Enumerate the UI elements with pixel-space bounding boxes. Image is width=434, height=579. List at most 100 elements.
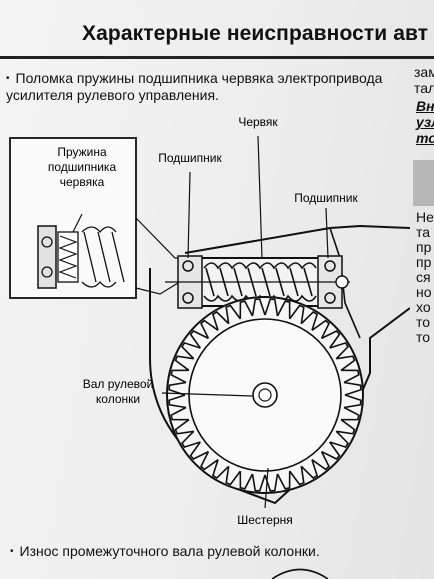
left-bearing-ball [182, 260, 194, 272]
bullet-icon: • [6, 73, 10, 84]
shaft-hub [252, 382, 278, 408]
right-bold-line: узл [416, 114, 434, 130]
label-worm: Червяк [238, 115, 278, 129]
right-body-line: то [416, 314, 431, 330]
footer-text: Износ промежуточного вала рулевой колонк… [19, 543, 320, 559]
gear-tooth [180, 341, 201, 360]
gear-tooth [300, 459, 319, 480]
header-divider [0, 56, 434, 59]
label-spring-line: червяка [60, 175, 105, 189]
gear-tooth [225, 304, 241, 324]
gear-tooth [329, 430, 350, 449]
leader-shaft [161, 392, 253, 397]
intro-line-2: усилителя рулевого управления. [6, 87, 219, 103]
gear-tooth [289, 304, 305, 324]
inset-spring-coil [58, 235, 78, 279]
gear-tooth [329, 341, 350, 360]
gear-tooth [341, 369, 360, 384]
gear-tooth [168, 381, 187, 396]
gear-tooth [225, 466, 241, 486]
right-body-line: ся [416, 269, 431, 285]
gear-wheel-drawing [166, 296, 364, 494]
gear-tooth [336, 419, 356, 435]
steering-diagram: Пружина подшипника червяка Подшипник Чер… [0, 108, 411, 540]
gear-tooth [264, 473, 279, 492]
gear-tooth [189, 330, 209, 349]
leader-spring [72, 213, 83, 233]
gear-tooth [343, 394, 362, 409]
right-top-line: тал [414, 80, 434, 96]
right-body-line: пр [416, 254, 432, 270]
label-shaft-line: колонки [96, 392, 140, 406]
gear-tooth [200, 319, 219, 339]
inset-worm-thread [81, 226, 125, 288]
inset-pointer-bottom [135, 282, 179, 295]
right-body-line: хо [416, 299, 431, 315]
gear-teeth [168, 298, 362, 492]
gear-tooth [341, 406, 360, 421]
right-column-heading: Вн узл то [416, 98, 434, 146]
leader-bearing-left [187, 171, 191, 259]
right-body-line: Не [416, 209, 434, 225]
gear-tooth [211, 310, 230, 331]
inset-bearing-ball [41, 266, 53, 278]
left-bearing-ball [182, 292, 194, 304]
gear-tooth [251, 473, 266, 492]
inset-bearing-block [37, 225, 57, 289]
gear-tooth [300, 310, 319, 331]
label-bearing-left: Подшипник [158, 151, 222, 165]
diagram-svg: Пружина подшипника червяка Подшипник Чер… [9, 115, 411, 527]
gear-tooth [174, 419, 194, 435]
footer-paragraph: • Износ промежуточного вала рулевой колон… [10, 543, 320, 559]
inset-pointer-top [135, 217, 178, 259]
gear-tooth [180, 430, 201, 449]
worm-thread [203, 262, 317, 302]
page-title: Характерные неисправности авт [82, 22, 429, 45]
label-bearing-right: Подшипник [294, 191, 358, 205]
gear-tooth [336, 355, 356, 371]
shaft-center [258, 388, 272, 402]
gear-tooth [276, 471, 291, 490]
gear-tooth [311, 319, 330, 339]
gear-tooth [321, 330, 341, 349]
gear-tooth [276, 300, 291, 319]
right-column-gray-box [413, 160, 434, 206]
worm-end-cap [335, 275, 349, 289]
right-body-line: но [416, 284, 432, 300]
partial-drawing-edge [271, 568, 329, 579]
leader-bearing-right [325, 207, 329, 259]
gear-tooth [239, 471, 254, 490]
label-spring-line: подшипника [48, 160, 117, 174]
gear-tooth [289, 466, 305, 486]
inset-detail-drawing [9, 137, 179, 299]
right-bearing-ball [324, 260, 336, 272]
gear-tooth [174, 355, 194, 371]
gear-tooth [170, 406, 189, 421]
right-body-line: то [416, 329, 431, 345]
gear-tooth [239, 300, 254, 319]
leader-worm [257, 135, 263, 259]
right-body-line: та [416, 224, 431, 240]
gear-tooth [200, 451, 219, 471]
gear-tooth [168, 394, 187, 409]
gear-tooth [189, 441, 209, 460]
gear-tooth [321, 441, 341, 460]
gear-tooth [211, 459, 230, 480]
right-bold-line: то [416, 130, 434, 146]
worm-gear-drawing [165, 255, 350, 309]
label-shaft-line: Вал рулевой [83, 377, 154, 391]
right-bearing-ball [324, 292, 336, 304]
intro-line-1: Поломка пружины подшипника червяка элект… [15, 70, 383, 86]
right-column-top: зам тал [414, 64, 434, 96]
label-spring-line: Пружина [57, 145, 107, 159]
right-bold-line: Вн [416, 98, 434, 114]
gear-tooth [343, 381, 362, 396]
inset-bearing-ball [41, 236, 53, 248]
bullet-icon: • [10, 546, 14, 557]
gear-tooth [264, 298, 279, 317]
right-column-body: Не та пр пр ся но хо то то [416, 210, 434, 345]
leader-gear [264, 467, 269, 509]
intro-paragraph: • Поломка пружины подшипника червяка элек… [6, 70, 406, 103]
housing-top-outline [184, 224, 411, 254]
